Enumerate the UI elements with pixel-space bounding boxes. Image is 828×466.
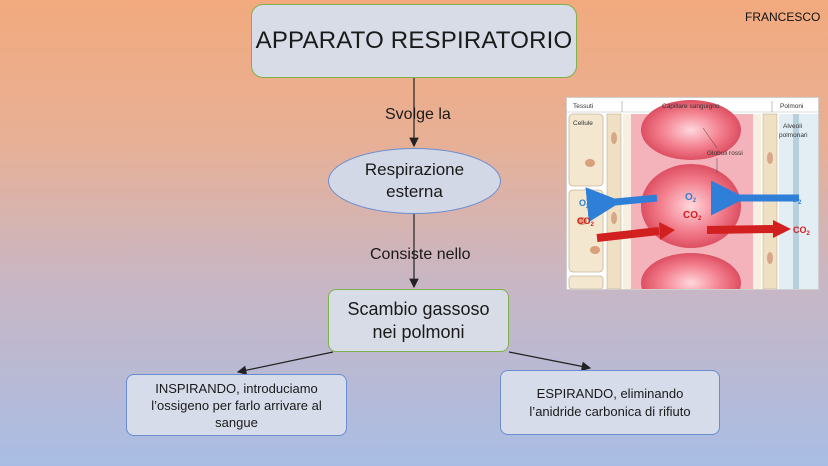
espirando-node: ESPIRANDO, eliminando l’anidride carboni… [500,370,720,435]
o2-arrow-left [585,187,658,223]
red-blood-cell [641,164,741,248]
title-text: APPARATO RESPIRATORIO [255,27,573,54]
respirazione-line1: Respirazione [364,160,465,179]
label-globuli: Globuli rossi [707,150,743,157]
tissue-cell [568,113,604,187]
co2-label-center: CO2 [683,210,702,222]
inspirando-text: INSPIRANDO, introduciamo l’ossigeno per … [151,380,322,430]
connector-scambio-to-espirando [508,351,592,372]
inspirando-node: INSPIRANDO, introduciamo l’ossigeno per … [126,374,347,436]
co2-label-left: CO2 [577,216,595,228]
respirazione-line2: esterna [386,182,443,201]
edge-label-svolge: Svolge la [385,106,451,123]
red-blood-cell [641,100,741,160]
connector-scambio-to-inspirando [236,351,334,375]
label-capillare: Capillare sanguigno [662,103,720,110]
co2-arrow-left [596,227,660,242]
gas-exchange-illustration: Tessuti Capillare sanguigno Polmoni Cell… [566,97,819,290]
o2-label-right: O2 [791,194,802,206]
red-blood-cell [641,253,741,289]
co2-arrow-right [706,225,774,234]
author-label: FRANCESCO [745,10,821,24]
scambio-node: Scambio gassoso nei polmoni [328,289,509,352]
label-alveoli-1: Alveoli [783,123,802,130]
espirando-text: ESPIRANDO, eliminando l’anidride carboni… [529,385,691,419]
edge-label-consiste: Consiste nello [370,246,471,263]
scambio-line2: nei polmoni [372,321,465,342]
respirazione-node: Respirazione esterna [328,148,501,214]
label-tessuti: Tessuti [573,103,593,110]
co2-label-right: CO2 [793,225,811,237]
scambio-line1: Scambio gassoso [347,298,490,319]
label-polmoni: Polmoni [780,103,803,110]
o2-label-center: O2 [685,192,697,204]
o2-label-left: O2 [579,198,590,210]
label-cellule: Cellule [573,120,593,127]
title-node: APPARATO RESPIRATORIO [251,4,577,78]
label-alveoli-2: polmonari [779,132,808,139]
